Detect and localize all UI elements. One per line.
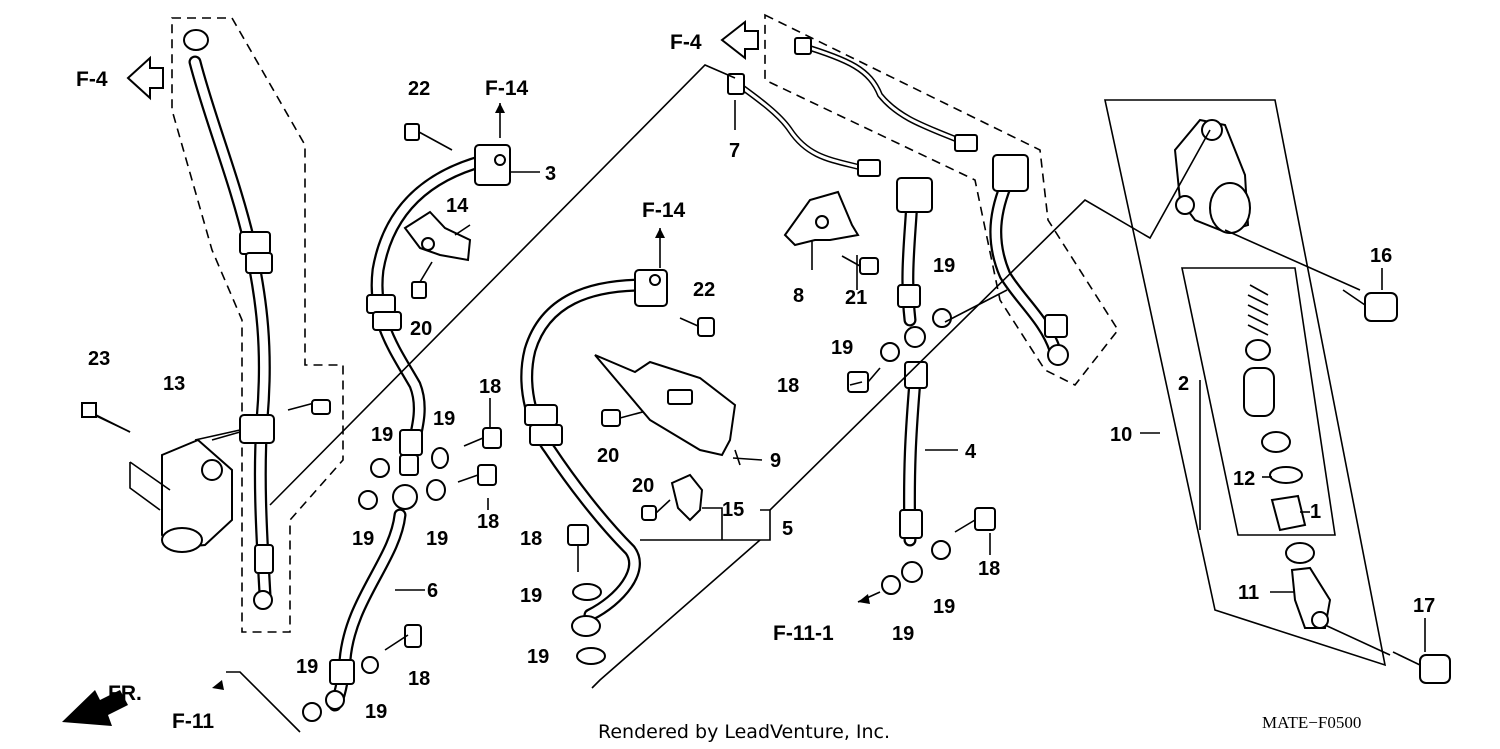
- ref-f11: F-11: [172, 710, 214, 733]
- washers-19: [302, 308, 952, 722]
- hose-5-group: [520, 269, 668, 637]
- callout-18-e: 18: [777, 375, 799, 397]
- diagram-code: MATE−F0500: [1262, 713, 1361, 732]
- upper-right-hose-group: [764, 13, 1119, 387]
- front-direction-arrow: FR.: [62, 682, 142, 726]
- clip-15: [670, 473, 704, 522]
- callout-18-b: 18: [477, 511, 499, 533]
- callout-20-c: 20: [632, 475, 654, 497]
- callout-19-i: 19: [933, 255, 955, 277]
- callout-15: 15: [722, 499, 744, 521]
- ref-f4-left: F-4: [76, 68, 108, 91]
- callout-7: 7: [729, 140, 740, 162]
- hose-4-group: [896, 177, 933, 583]
- pipe-7-group: [727, 73, 881, 177]
- callout-1: 1: [1310, 501, 1321, 523]
- callout-19-j: 19: [831, 337, 853, 359]
- callout-9: 9: [770, 450, 781, 472]
- callout-18-d: 18: [520, 528, 542, 550]
- callout-19-l: 19: [892, 623, 914, 645]
- callout-17: 17: [1413, 595, 1435, 617]
- callout-8: 8: [793, 285, 804, 307]
- leader-lines: [211, 64, 1426, 733]
- bracket-14: [403, 210, 472, 262]
- callout-18-a: 18: [479, 376, 501, 398]
- callout-19-b: 19: [433, 408, 455, 430]
- hose-6-group: [325, 144, 511, 712]
- bracket-8: [783, 190, 860, 247]
- callout-20-a: 20: [410, 318, 432, 340]
- callout-numbers: 1 2 3 4 5 6 7 8 9 10 11 12 13 14 15 16 1…: [88, 78, 1435, 723]
- callout-4: 4: [965, 441, 977, 463]
- direction-label: FR.: [108, 682, 142, 705]
- callout-5: 5: [782, 518, 793, 540]
- reference-labels: F-4 F-4 F-14 F-14 F-11 F-11-1: [76, 31, 834, 733]
- callout-23: 23: [88, 348, 110, 370]
- callout-19-g: 19: [520, 585, 542, 607]
- callout-22-a: 22: [408, 78, 430, 100]
- callout-19-a: 19: [371, 424, 393, 446]
- left-hose-group: [171, 17, 344, 633]
- master-cylinder-group: [1104, 99, 1387, 667]
- callout-6: 6: [427, 580, 438, 602]
- credit-text: Rendered by LeadVenture, Inc.: [598, 721, 890, 743]
- callout-18-f: 18: [978, 558, 1000, 580]
- callout-18-c: 18: [408, 668, 430, 690]
- callout-10: 10: [1110, 424, 1132, 446]
- caliper-bracket-13: [81, 402, 241, 553]
- callout-20-b: 20: [597, 445, 619, 467]
- bracket-9: [594, 354, 741, 466]
- callout-19-c: 19: [352, 528, 374, 550]
- callout-2: 2: [1178, 373, 1189, 395]
- ref-f4-top: F-4: [670, 31, 702, 54]
- callout-19-e: 19: [296, 656, 318, 678]
- callout-3: 3: [545, 163, 556, 185]
- callout-14: 14: [446, 195, 469, 217]
- callout-16: 16: [1370, 245, 1392, 267]
- callout-11: 11: [1238, 582, 1259, 604]
- bolts: [95, 123, 1451, 684]
- callout-19-h: 19: [527, 646, 549, 668]
- callout-19-d: 19: [426, 528, 448, 550]
- callout-12: 12: [1233, 468, 1255, 490]
- ref-f11-1: F-11-1: [773, 622, 834, 645]
- callout-13: 13: [163, 373, 185, 395]
- callout-19-k: 19: [933, 596, 955, 618]
- callout-21: 21: [845, 287, 867, 309]
- ref-arrows: [126, 19, 870, 690]
- ref-f14-upper: F-14: [485, 77, 529, 100]
- ref-f14-mid: F-14: [642, 199, 686, 222]
- callout-19-f: 19: [365, 701, 387, 723]
- callout-22-b: 22: [693, 279, 715, 301]
